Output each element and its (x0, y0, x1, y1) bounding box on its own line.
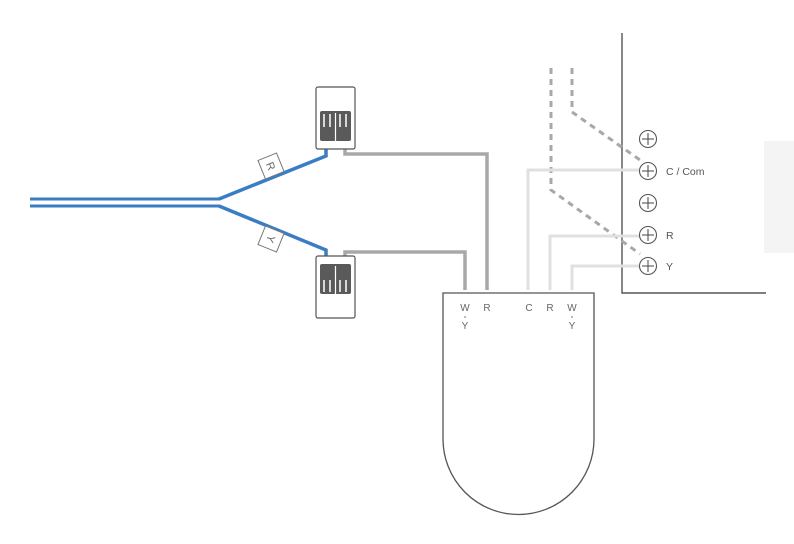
terminal-wire-y (572, 266, 640, 290)
adapter-label-c: C (525, 303, 532, 314)
terminal-y: Y (640, 258, 674, 275)
dashed-wire-2 (551, 68, 640, 254)
wire-connector-top (316, 87, 355, 149)
equipment-outline (622, 33, 766, 293)
terminal-c-com: C / Com (640, 163, 705, 180)
dashed-wire-1 (572, 68, 640, 160)
adapter-label-r-left: R (483, 303, 490, 314)
adapter-label-r-right: R (546, 303, 553, 314)
feed-wire-bundle (30, 199, 220, 206)
adapter-separator-dot-left (464, 316, 466, 318)
adapter-label-w-right: W (567, 303, 577, 314)
adapter-sublabel-y-right: Y (569, 321, 576, 332)
terminal-r: R (640, 227, 675, 244)
terminal-1 (640, 131, 657, 148)
terminal-r-label: R (666, 230, 674, 242)
side-panel (764, 141, 794, 253)
adapter-label-w-left: W (460, 303, 470, 314)
terminal-c-com-label: C / Com (666, 166, 705, 178)
terminal-3 (640, 195, 657, 212)
adapter-separator-dot-right (571, 316, 573, 318)
adapter-wire-wy (345, 252, 465, 290)
wire-connector-bottom (316, 256, 355, 318)
adapter-sublabel-y-left: Y (462, 321, 469, 332)
terminal-wire-c (528, 170, 640, 290)
terminal-y-label: Y (666, 261, 673, 273)
